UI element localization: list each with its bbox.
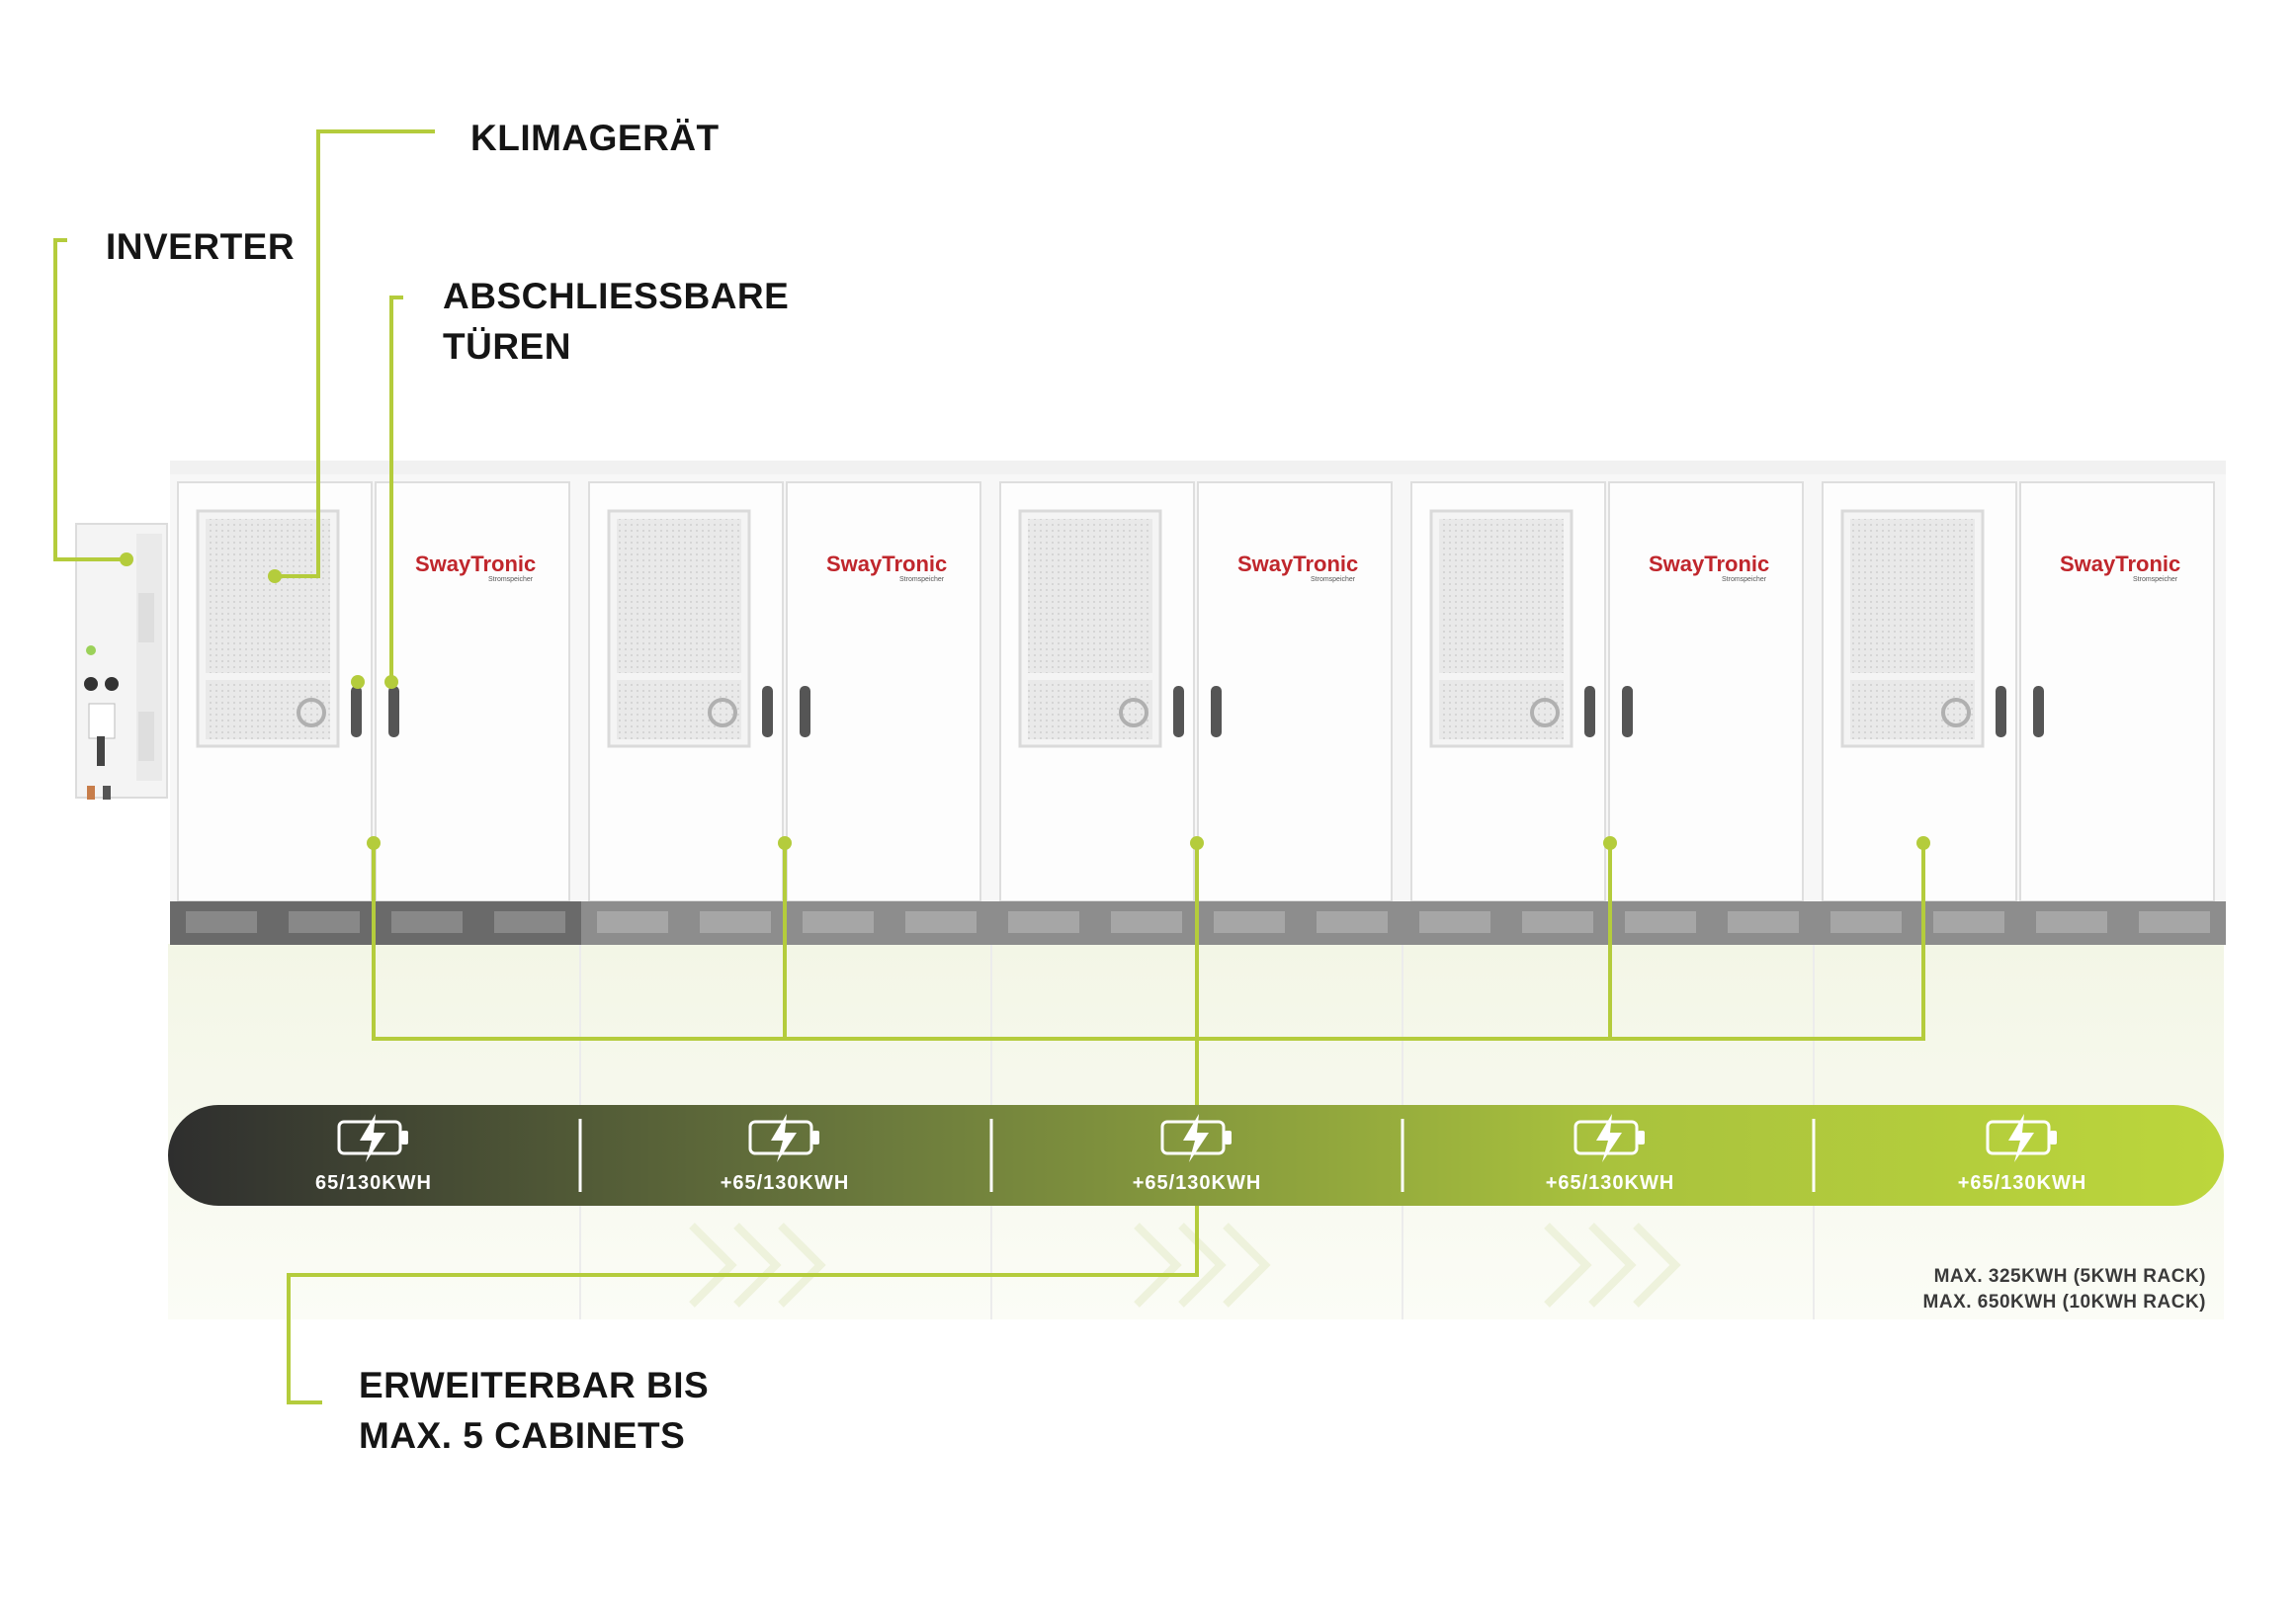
- max-note-line2: MAX. 650KWH (10KWH RACK): [1923, 1292, 2206, 1313]
- brand-sub: Stromspeicher: [2133, 576, 2178, 583]
- fan-icon: [708, 698, 737, 727]
- door-handle[interactable]: [1622, 686, 1633, 737]
- inverter-unit: [75, 523, 168, 800]
- brand-logo: SwayTronic: [826, 551, 947, 576]
- chevron-decor: [689, 1223, 1681, 1308]
- cabinet-door-right[interactable]: [2019, 481, 2215, 902]
- door-handle[interactable]: [1996, 686, 2006, 737]
- battery-charging-icon: [1986, 1114, 2057, 1162]
- cabinet-door-right[interactable]: [1197, 481, 1393, 902]
- brand-logo: SwayTronic: [415, 551, 536, 576]
- fan-icon: [297, 698, 326, 727]
- max-note-line1: MAX. 325KWH (5KWH RACK): [1934, 1266, 2206, 1287]
- cabinet-top-rail: [170, 461, 2226, 474]
- label-expand-line2: MAX. 5 CABINETS: [359, 1415, 685, 1456]
- battery-charging-icon: [748, 1114, 819, 1162]
- label-doors-line1: ABSCHLIESSBARE: [443, 276, 789, 316]
- label-klima: KLIMAGERÄT: [470, 118, 720, 158]
- capacity-label: +65/130KWH: [1958, 1172, 2087, 1194]
- door-handle[interactable]: [2033, 686, 2044, 737]
- brand-logo: SwayTronic: [1649, 551, 1769, 576]
- capacity-dividers: [578, 1119, 1816, 1192]
- brand-sub: Stromspeicher: [1311, 576, 1356, 583]
- door-handle[interactable]: [351, 686, 362, 737]
- door-handle[interactable]: [1211, 686, 1222, 737]
- battery-charging-icon: [337, 1114, 408, 1162]
- brand-sub: Stromspeicher: [488, 576, 534, 583]
- capacity-segment: +65/130KWH: [1133, 1114, 1262, 1194]
- capacity-segments: 65/130KWH +65/130KWH +65/130KWH +65/130KWH +…: [315, 1114, 2087, 1194]
- fan-icon: [1119, 698, 1148, 727]
- brand-logo: SwayTronic: [2060, 551, 2180, 576]
- label-inverter: INVERTER: [106, 226, 295, 267]
- cabinet-door-right[interactable]: [786, 481, 981, 902]
- door-handle[interactable]: [1173, 686, 1184, 737]
- capacity-segment: +65/130KWH: [1958, 1114, 2087, 1194]
- callout-dots: [120, 552, 1930, 850]
- capacity-label: +65/130KWH: [1546, 1172, 1675, 1194]
- cabinet-row: SwayTronicStromspeicherSwayTronicStromsp…: [170, 474, 2226, 945]
- door-handle[interactable]: [388, 686, 399, 737]
- capacity-bar: [168, 1105, 2224, 1206]
- capacity-segment: +65/130KWH: [1546, 1114, 1675, 1194]
- fan-icon: [1530, 698, 1560, 727]
- label-doors-line2: TÜREN: [443, 326, 571, 367]
- capacity-segment: 65/130KWH: [315, 1114, 432, 1194]
- cabinet-door-right[interactable]: [375, 481, 570, 902]
- capacity-label: +65/130KWH: [721, 1172, 850, 1194]
- brand-logo: SwayTronic: [1237, 551, 1358, 576]
- label-expand-line1: ERWEITERBAR BIS: [359, 1365, 709, 1405]
- capacity-segment: +65/130KWH: [721, 1114, 850, 1194]
- capacity-label: 65/130KWH: [315, 1172, 432, 1194]
- battery-charging-icon: [1160, 1114, 1232, 1162]
- battery-charging-icon: [1573, 1114, 1645, 1162]
- capacity-label: +65/130KWH: [1133, 1172, 1262, 1194]
- door-handle[interactable]: [800, 686, 810, 737]
- cabinet-door-right[interactable]: [1608, 481, 1804, 902]
- brand-sub: Stromspeicher: [1722, 576, 1767, 583]
- door-handle[interactable]: [1584, 686, 1595, 737]
- door-handle[interactable]: [762, 686, 773, 737]
- fan-icon: [1941, 698, 1971, 727]
- brand-sub: Stromspeicher: [899, 576, 945, 583]
